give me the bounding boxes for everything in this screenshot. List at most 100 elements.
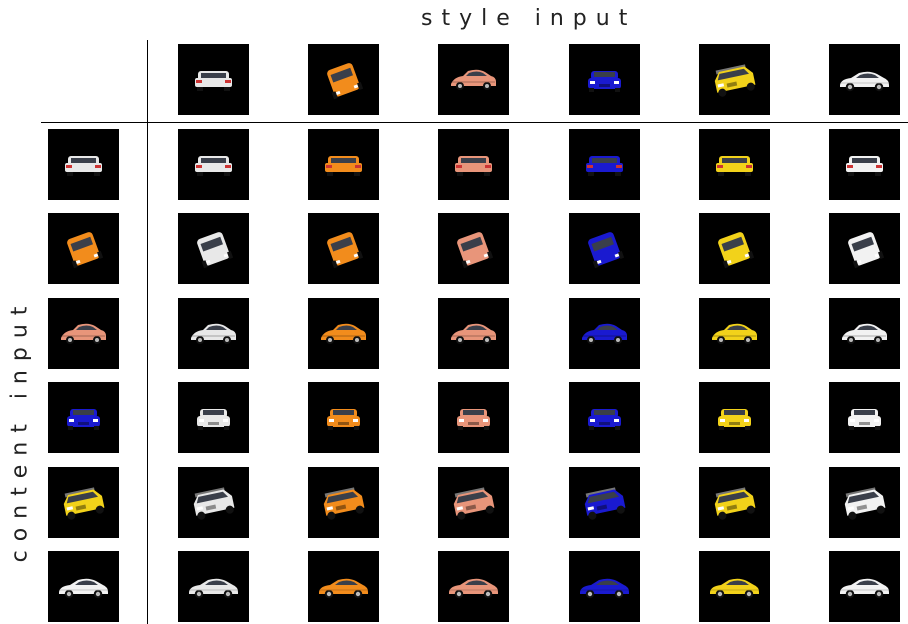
car-image	[712, 323, 757, 344]
car-image	[588, 409, 621, 430]
car-image	[718, 232, 755, 269]
car-image	[63, 487, 105, 520]
output-tile	[308, 298, 379, 369]
output-tile	[438, 382, 509, 453]
car-image	[457, 409, 490, 430]
output-tile	[569, 467, 640, 538]
car-image	[451, 69, 496, 90]
horizontal-divider	[41, 122, 908, 123]
style-input-tile	[569, 44, 640, 115]
output-tile	[438, 129, 509, 200]
style-input-tile	[308, 44, 379, 115]
output-tile	[699, 467, 770, 538]
car-image	[716, 156, 753, 176]
content-input-axis-label: content input	[7, 297, 33, 563]
car-image	[189, 578, 238, 599]
car-image	[710, 578, 759, 599]
output-tile	[308, 551, 379, 622]
output-tile	[829, 382, 900, 453]
output-tile	[569, 129, 640, 200]
style-input-tile	[699, 44, 770, 115]
car-image	[848, 232, 885, 269]
output-tile	[178, 467, 249, 538]
output-tile	[699, 298, 770, 369]
car-image	[840, 71, 889, 92]
output-tile	[308, 129, 379, 200]
car-image	[714, 487, 756, 520]
output-tile	[569, 382, 640, 453]
content-input-tile	[48, 213, 119, 284]
car-image	[195, 156, 232, 176]
output-tile	[829, 467, 900, 538]
output-tile	[829, 551, 900, 622]
output-tile	[308, 382, 379, 453]
style-input-axis-label: style input	[421, 6, 637, 31]
output-tile	[569, 213, 640, 284]
car-image	[65, 156, 102, 176]
car-image	[327, 232, 364, 269]
output-tile	[308, 213, 379, 284]
output-tile	[438, 551, 509, 622]
car-image	[327, 63, 364, 100]
car-image	[61, 323, 106, 344]
output-tile	[699, 129, 770, 200]
car-image	[455, 156, 492, 176]
car-image	[584, 487, 626, 520]
car-image	[586, 156, 623, 176]
output-tile	[178, 551, 249, 622]
content-input-tile	[48, 129, 119, 200]
output-tile	[829, 298, 900, 369]
car-image	[59, 578, 108, 599]
output-tile	[308, 467, 379, 538]
car-image	[580, 578, 629, 599]
car-image	[714, 64, 756, 97]
content-input-tile	[48, 382, 119, 453]
car-image	[588, 71, 621, 92]
output-tile	[829, 129, 900, 200]
output-tile	[178, 129, 249, 200]
car-image	[582, 323, 627, 344]
car-image	[67, 232, 104, 269]
vertical-divider	[147, 40, 148, 624]
car-image	[718, 409, 751, 430]
car-image	[453, 487, 495, 520]
content-input-tile	[48, 467, 119, 538]
car-image	[848, 409, 881, 430]
car-image	[323, 487, 365, 520]
car-image	[451, 323, 496, 344]
output-tile	[699, 551, 770, 622]
output-tile	[438, 213, 509, 284]
car-image	[588, 232, 625, 269]
output-tile	[699, 213, 770, 284]
car-image	[319, 578, 368, 599]
car-image	[840, 578, 889, 599]
output-tile	[178, 382, 249, 453]
content-input-tile	[48, 551, 119, 622]
output-tile	[829, 213, 900, 284]
car-image	[67, 409, 100, 430]
car-image	[846, 156, 883, 176]
car-image	[457, 232, 494, 269]
output-tile	[569, 551, 640, 622]
output-tile	[569, 298, 640, 369]
car-image	[321, 323, 366, 344]
car-image	[197, 409, 230, 430]
style-input-tile	[178, 44, 249, 115]
car-image	[844, 487, 886, 520]
output-tile	[178, 213, 249, 284]
car-image	[842, 323, 887, 344]
car-image	[195, 71, 232, 91]
car-image	[449, 578, 498, 599]
car-image	[191, 323, 236, 344]
output-tile	[438, 467, 509, 538]
car-image	[197, 232, 234, 269]
style-input-tile	[829, 44, 900, 115]
style-input-tile	[438, 44, 509, 115]
content-input-tile	[48, 298, 119, 369]
output-tile	[438, 298, 509, 369]
car-image	[325, 156, 362, 176]
output-tile	[699, 382, 770, 453]
car-image	[193, 487, 235, 520]
output-tile	[178, 298, 249, 369]
